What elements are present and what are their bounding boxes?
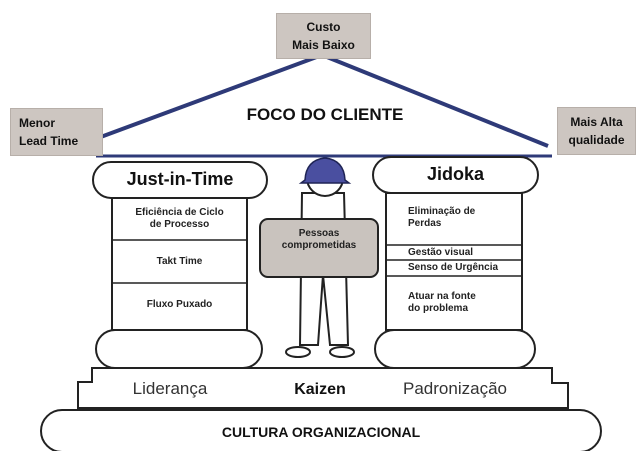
- jidoka-title: Jidoka: [426, 164, 485, 184]
- foundation: [40, 409, 602, 451]
- right-pillar-base: [374, 329, 536, 369]
- jidoka-item: Eliminação de Perdas: [408, 206, 476, 229]
- leadership-label: Liderança: [132, 379, 208, 398]
- worker-right-foot: [329, 346, 355, 358]
- lead-time-label-box: Menor Lead Time: [10, 108, 103, 156]
- left-pillar-shaft: [111, 197, 248, 331]
- jit-item: Eficiência de Ciclo de Processo: [135, 207, 224, 230]
- customer-focus-title: FOCO DO CLIENTE: [246, 105, 404, 124]
- worker-sign-line2: comprometidas: [281, 240, 357, 251]
- jidoka-item: Gestão visual: [408, 246, 474, 258]
- jidoka-items: Eliminação de Perdas Gestão visual Senso…: [386, 193, 522, 330]
- jit-title: Just-in-Time: [126, 169, 234, 189]
- quality-label-line1: Mais Alta: [570, 115, 623, 129]
- cost-label-line2: Mais Baixo: [292, 38, 355, 52]
- worker-sign-text: Pessoas comprometidas: [260, 228, 378, 252]
- standardization-label: Padronização: [403, 379, 507, 398]
- lead-time-label-line2: Lead Time: [19, 134, 79, 148]
- stepped-base: [77, 367, 569, 409]
- foundation-label: CULTURA ORGANIZACIONAL: [221, 424, 421, 440]
- worker-left-foot: [285, 346, 311, 358]
- jit-item: Fluxo Puxado: [146, 299, 213, 310]
- jidoka-item: Senso de Urgência: [408, 262, 499, 273]
- jit-items: Eficiência de Ciclo de Processo Takt Tim…: [112, 198, 247, 330]
- jit-item: Takt Time: [156, 255, 203, 267]
- worker-sign-line1: Pessoas: [298, 228, 340, 239]
- cost-label-line1: Custo: [306, 20, 341, 34]
- left-pillar-base: [95, 329, 263, 369]
- worker-helmet: [298, 157, 352, 184]
- cost-label-box: Custo Mais Baixo: [276, 13, 371, 59]
- roof-outline: [97, 52, 549, 148]
- quality-label-box: Mais Alta qualidade: [557, 107, 636, 155]
- kaizen-label: Kaizen: [294, 381, 346, 398]
- quality-label-line2: qualidade: [568, 133, 625, 147]
- jidoka-item: Atuar na fonte do problema: [408, 291, 476, 314]
- lead-time-label-line1: Menor: [19, 116, 55, 130]
- worker-sign: [259, 218, 379, 278]
